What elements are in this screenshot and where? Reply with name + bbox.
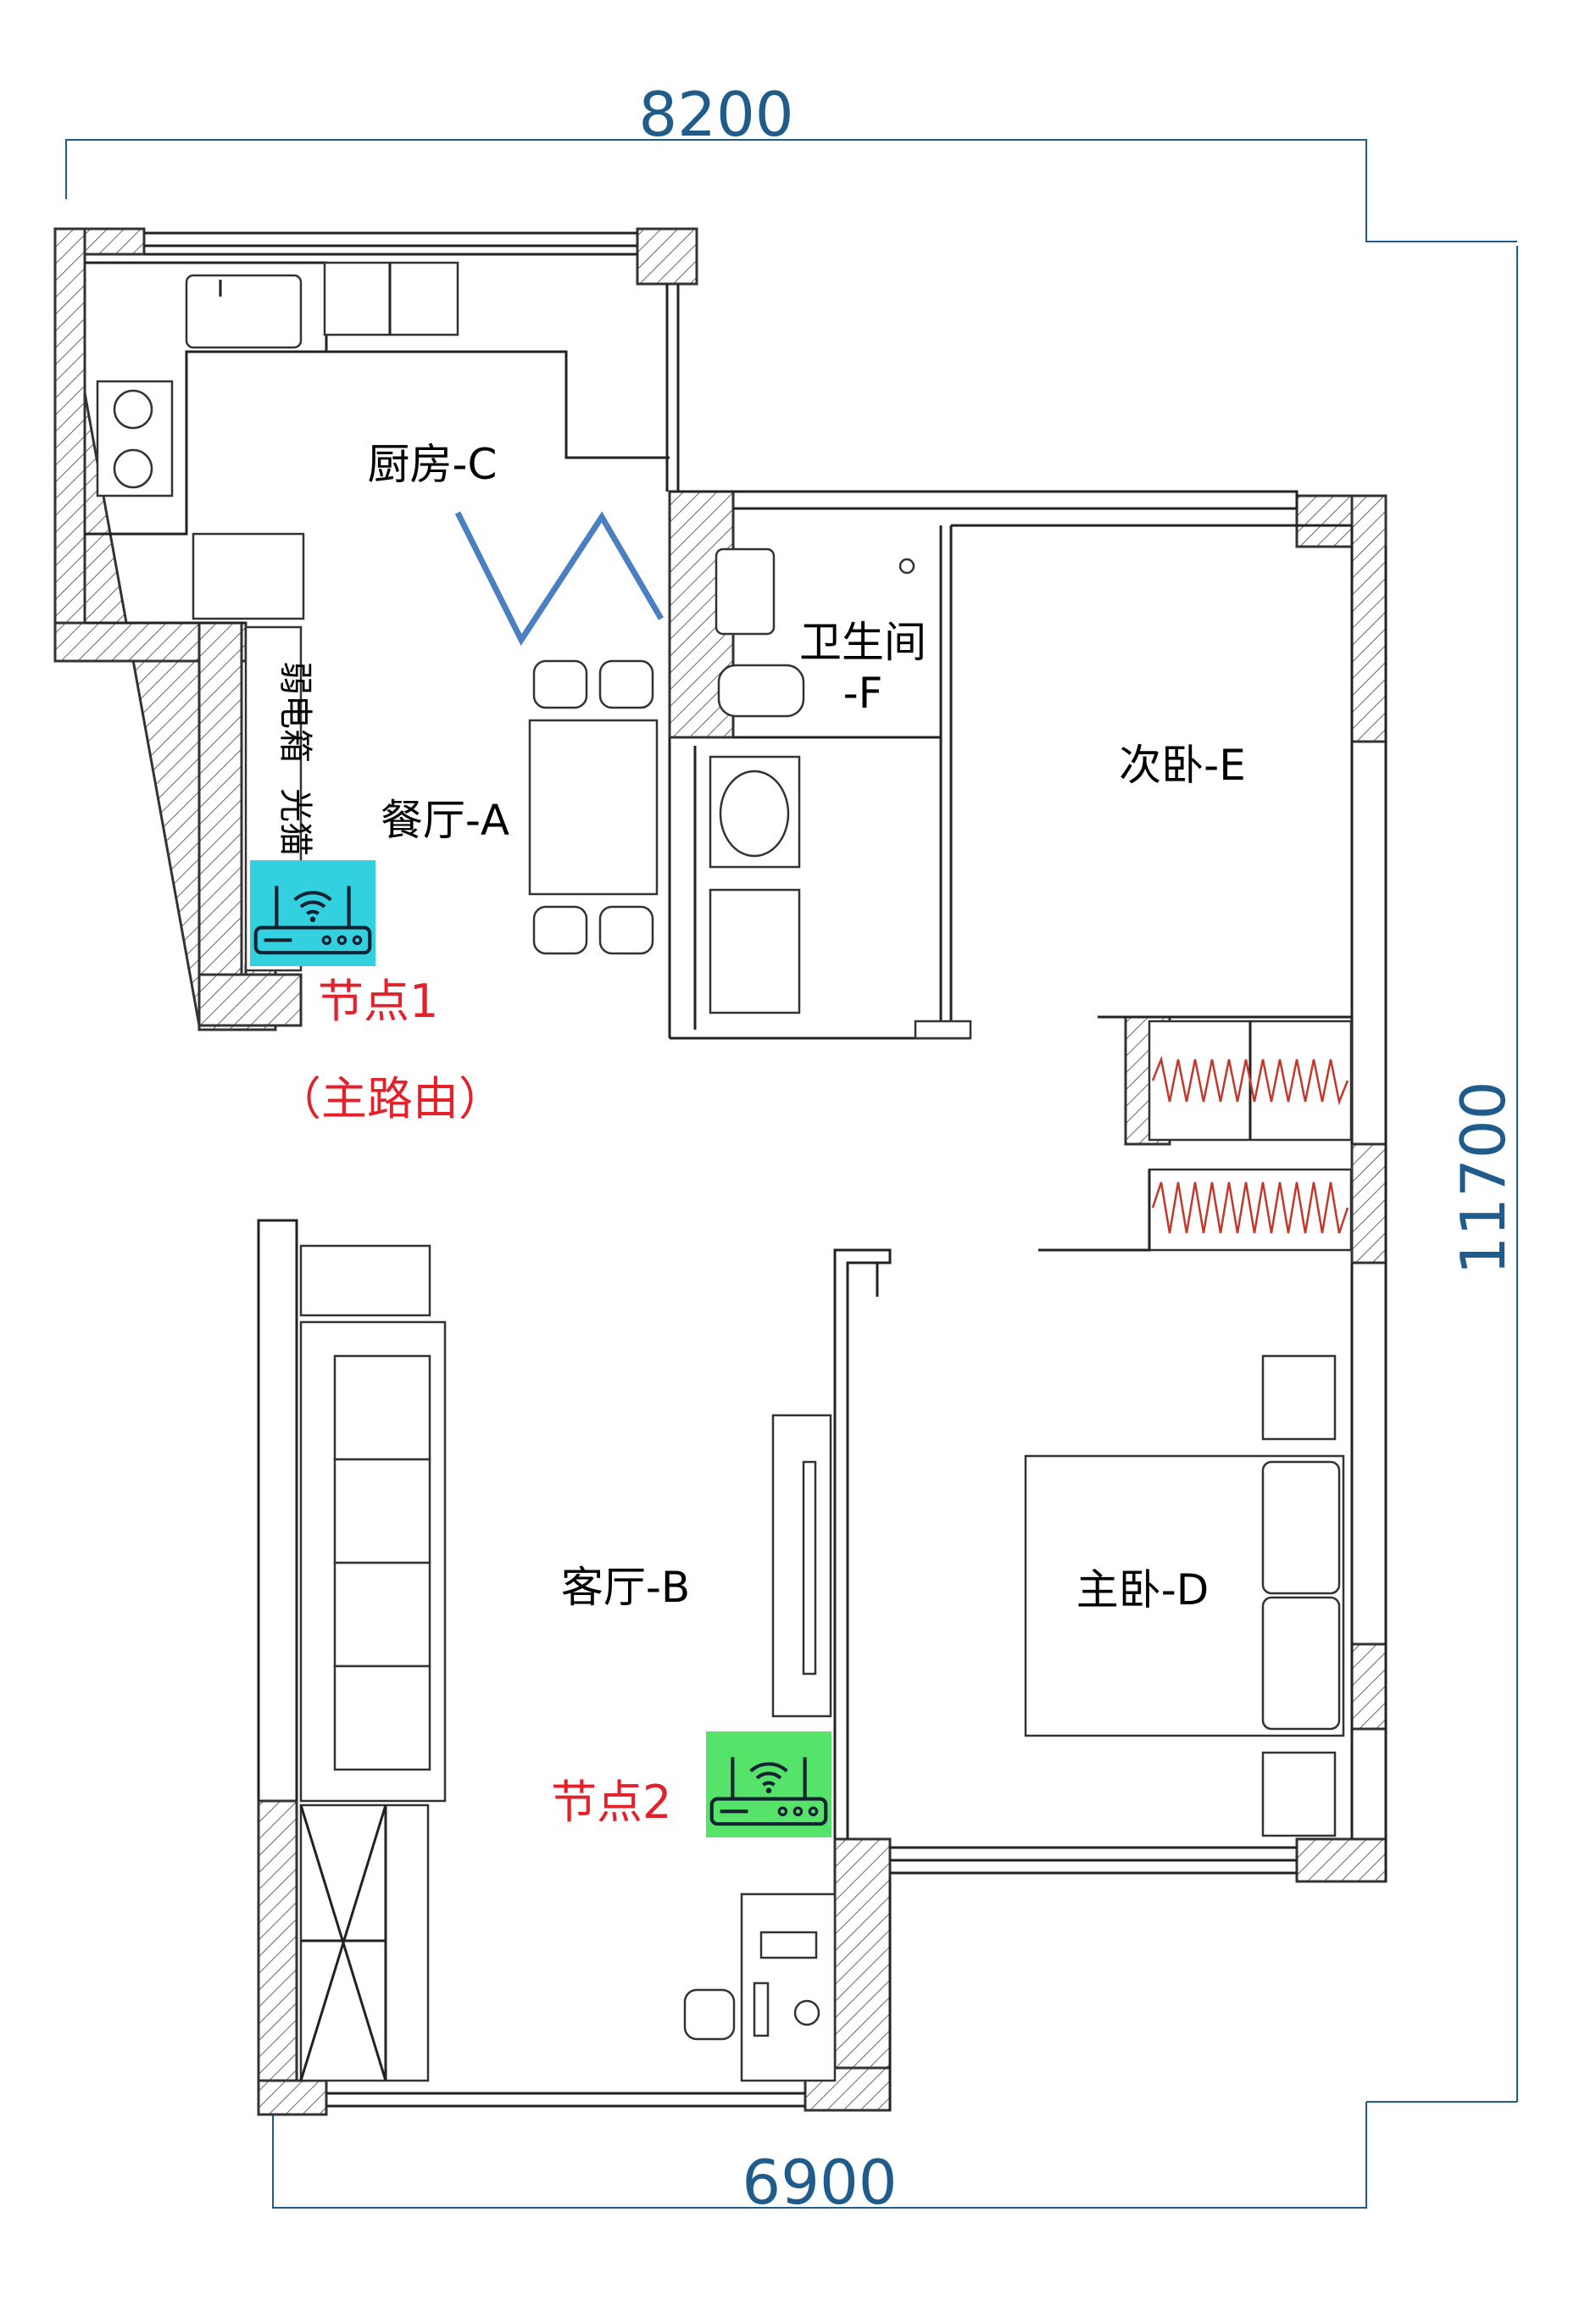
dimension-top-label: 8200 — [638, 79, 793, 150]
node2-router[interactable] — [706, 1731, 831, 1837]
room-label-second-bedroom: 次卧-E — [1119, 741, 1246, 790]
walls — [53, 227, 1387, 2116]
dimension-right: 11700 — [1366, 246, 1519, 2103]
room-label-kitchen: 厨房-C — [368, 440, 498, 489]
interior-lines — [85, 231, 1387, 2110]
node1-router[interactable] — [250, 860, 375, 966]
node1-label: 节点1 — [318, 975, 438, 1028]
optical-modem-label: 光猫 — [275, 788, 314, 856]
room-label-dining: 餐厅-A — [381, 796, 509, 845]
room-label-living-room: 客厅-B — [561, 1563, 690, 1612]
node2-label: 节点2 — [551, 1776, 671, 1829]
dimension-bottom: 6900 — [272, 2076, 1367, 2218]
dimension-bottom-label: 6900 — [742, 2147, 897, 2218]
dimension-top: 8200 — [65, 79, 1517, 242]
room-label-master-bedroom: 主卧-D — [1076, 1565, 1210, 1614]
room-label-bathroom: 卫生间 — [799, 618, 926, 667]
weak-current-box-label: 弱电箱 — [275, 661, 314, 763]
dimension-right-label: 11700 — [1448, 1081, 1519, 1275]
node1-sublabel: （主路由） — [275, 1072, 504, 1125]
room-label-bathroom-suffix: -F — [843, 669, 883, 718]
